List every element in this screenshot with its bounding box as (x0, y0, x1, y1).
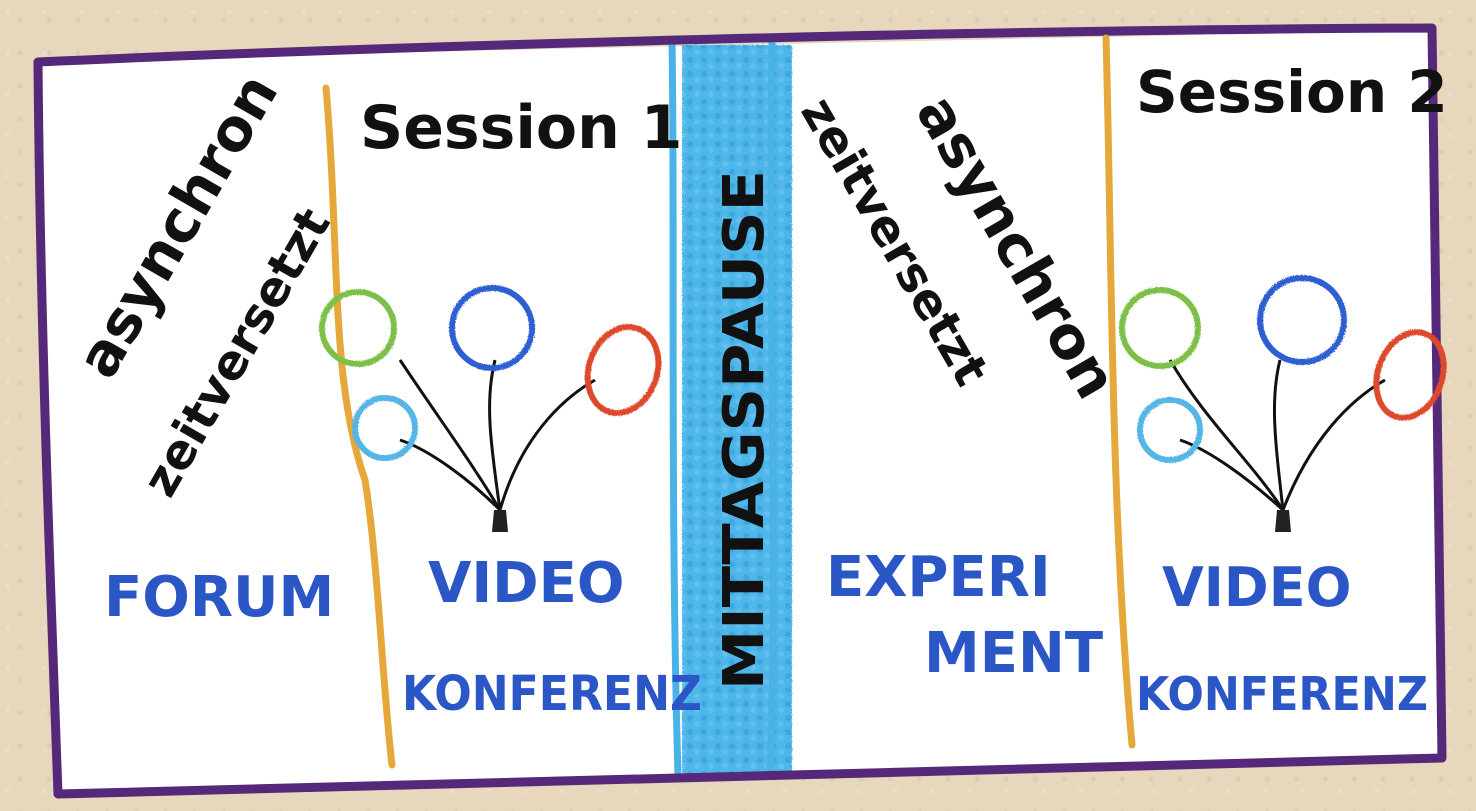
balloon-cluster-icon (1119, 275, 1447, 532)
session1-title: Session 1 (360, 93, 682, 163)
outer-frame (33, 23, 1447, 799)
session2-section: Session 2 VIDEO KONFERENZ (1119, 58, 1448, 721)
right-async-label-line1: EXPERI (826, 545, 1051, 610)
divider-left (322, 84, 396, 769)
lunch-break-band (668, 41, 792, 776)
left-async-label: FORUM (104, 565, 334, 630)
balloon-cluster-icon (319, 285, 662, 532)
session1-label-line1: VIDEO (428, 551, 625, 616)
session2-label-line2: KONFERENZ (1136, 667, 1428, 721)
session2-label-line1: VIDEO (1162, 556, 1352, 619)
session2-title: Session 2 (1136, 58, 1448, 126)
session1-section: Session 1 VIDEO KONFERENZ (319, 93, 702, 722)
session1-label-line2: KONFERENZ (402, 666, 702, 722)
divider-right (1102, 34, 1136, 749)
lunch-break-label: MITTAGSPAUSE (712, 170, 777, 690)
right-async-label-line2: MENT (924, 621, 1103, 686)
